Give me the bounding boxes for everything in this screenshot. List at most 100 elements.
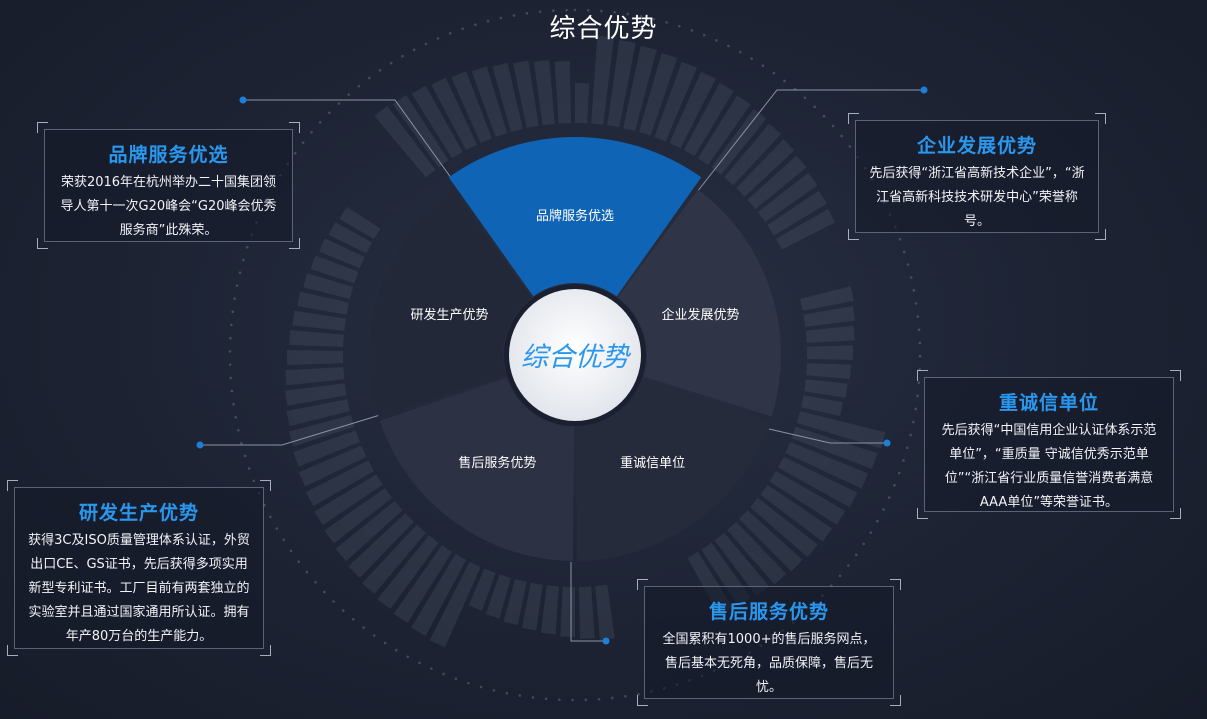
- decorative-bar: [310, 255, 359, 284]
- ring-dot: [401, 54, 404, 58]
- decorative-bar: [411, 553, 467, 636]
- ring-dot: [235, 284, 239, 287]
- ring-dot: [558, 698, 561, 701]
- decorative-bar: [579, 586, 595, 639]
- ring-dot: [337, 102, 341, 105]
- decorative-bar: [492, 62, 523, 132]
- decorative-bar: [297, 291, 349, 315]
- decorative-bar: [769, 471, 846, 525]
- ring-dot: [505, 691, 509, 695]
- card-brand-text: 荣获2016年在杭州举办二十国集团领导人第十一次G20峰会“G20峰会优秀服务商…: [60, 175, 277, 238]
- ring-dot: [293, 151, 297, 155]
- ring-dot: [909, 276, 913, 279]
- ring-dot: [305, 570, 309, 574]
- ring-dot: [678, 24, 681, 28]
- decorative-bar: [303, 273, 354, 299]
- decorative-bar: [392, 95, 449, 168]
- ring-dot: [917, 381, 921, 384]
- ring-dot: [531, 696, 535, 699]
- ring-dot: [882, 508, 885, 511]
- decorative-bar: [760, 484, 833, 542]
- connector-dot-integrity: [883, 439, 891, 447]
- ring-dot: [512, 14, 516, 17]
- ring-dot: [436, 37, 440, 40]
- decorative-bar: [801, 395, 843, 417]
- ring-dot: [389, 61, 393, 65]
- decorative-bar: [623, 45, 657, 131]
- segment-label-4: 售后服务优势: [458, 455, 536, 471]
- ring-dot: [289, 549, 293, 553]
- ring-dot: [902, 459, 905, 462]
- ring-dot: [840, 134, 843, 138]
- ring-dot: [905, 446, 909, 450]
- ring-dot: [383, 641, 387, 645]
- ring-dot: [332, 600, 335, 603]
- ring-dot: [518, 694, 522, 697]
- ring-dot: [362, 626, 365, 629]
- ring-dot: [584, 698, 588, 702]
- connector-integrity: [768, 428, 887, 444]
- decorative-bar: [575, 83, 590, 124]
- ring-dot: [454, 677, 458, 681]
- ring-dot: [525, 12, 529, 15]
- decorative-bar: [339, 206, 381, 239]
- decorative-bar: [513, 60, 539, 129]
- ring-dot: [586, 8, 590, 12]
- connector-brand: [243, 99, 463, 194]
- ring-dot: [565, 8, 568, 12]
- card-integrity-text: 先后获得“中国信用企业认证体系示范单位”，“重质量 守诚信优秀示范单位”“浙江省…: [941, 423, 1157, 510]
- ring-dot: [538, 10, 542, 14]
- card-aftersale-text: 全国累积有1000+的售后服务网点，售后基本无死角，品质保障，售后无忧。: [662, 632, 876, 695]
- ring-dot: [328, 111, 331, 115]
- decorative-bar: [791, 426, 878, 469]
- ring-dot: [918, 341, 922, 345]
- ring-dot: [909, 433, 912, 437]
- ring-dot: [275, 527, 279, 530]
- ring-dot: [351, 617, 355, 621]
- ring-dot: [803, 96, 807, 100]
- decorative-bar: [521, 582, 543, 631]
- decorative-bar: [293, 430, 360, 467]
- ring-dot: [372, 634, 376, 637]
- decorative-bar: [724, 123, 781, 186]
- ring-dot: [822, 114, 826, 118]
- card-brand-title: 品牌服务优选: [108, 144, 229, 166]
- ring-dot: [727, 44, 730, 48]
- decorative-bar: [377, 535, 439, 610]
- decorative-bar: [393, 545, 453, 623]
- connector-dot-enterprise: [920, 86, 928, 94]
- ring-dot: [887, 496, 891, 499]
- card-enterprise-text: 先后获得“浙江省高新技术企业”，“浙江省高新科技技术研发中心”荣誉称号。: [869, 166, 1085, 229]
- decorative-bar: [804, 379, 848, 398]
- ring-dot: [234, 415, 237, 419]
- ring-dot: [301, 141, 305, 144]
- ring-dot: [893, 484, 896, 487]
- decorative-bar: [328, 222, 373, 254]
- decorative-bar: [411, 85, 463, 159]
- ring-dot: [600, 9, 603, 13]
- ring-dot: [378, 69, 382, 72]
- decorative-bar: [757, 172, 818, 222]
- decorative-bar: [785, 441, 868, 489]
- connector-aftersale: [570, 562, 606, 642]
- ring-dot: [847, 564, 850, 567]
- ring-dot: [240, 441, 243, 445]
- decorative-ring: [285, 35, 886, 648]
- ring-dot: [233, 297, 236, 300]
- decorative-bar: [595, 584, 615, 640]
- ring-dot: [552, 9, 555, 12]
- decorative-bar: [697, 95, 751, 165]
- ring-dot: [237, 428, 240, 432]
- ring-dot: [231, 310, 235, 314]
- ring-dot: [424, 42, 428, 46]
- ring-dot: [232, 402, 235, 406]
- ring-dot: [229, 376, 233, 380]
- ring-dot: [902, 250, 906, 254]
- ring-dot: [247, 467, 251, 470]
- ring-dot: [869, 531, 873, 534]
- decorative-bar: [287, 349, 344, 366]
- ring-dot: [412, 48, 416, 52]
- decorative-bar: [777, 456, 858, 508]
- ring-dot: [897, 471, 901, 475]
